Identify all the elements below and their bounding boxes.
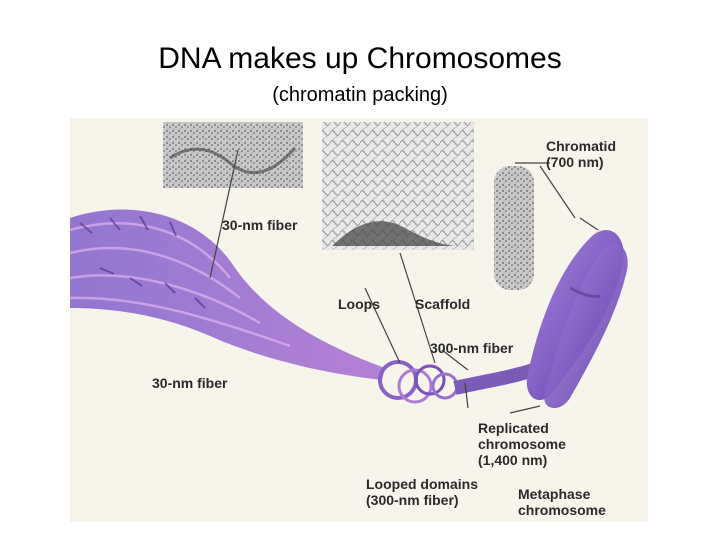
- label-metaphase-chromosome: Metaphase chromosome: [518, 486, 606, 518]
- label-looped-domains: Looped domains (300-nm fiber): [366, 476, 478, 508]
- label-loops: Loops: [338, 296, 380, 312]
- label-chromatid: Chromatid (700 nm): [546, 138, 616, 170]
- slide-subtitle: (chromatin packing): [272, 84, 448, 106]
- label-metaphase-line1: Metaphase: [518, 486, 591, 502]
- fiber-coil-left: [70, 209, 385, 380]
- label-300nm-fiber: 300-nm fiber: [430, 340, 514, 356]
- slide-title: DNA makes up Chromosomes: [158, 42, 562, 75]
- label-replicated-line2: chromosome: [478, 436, 566, 452]
- looped-domain-knot: [378, 360, 543, 404]
- figure-artwork: [70, 122, 628, 414]
- label-chromatid-line1: Chromatid: [546, 138, 616, 154]
- label-30nm-fiber-top: 30-nm fiber: [222, 217, 298, 233]
- label-30nm-fiber-left: 30-nm fiber: [152, 375, 228, 391]
- label-looped-line1: Looped domains: [366, 476, 478, 492]
- micrograph-chromosome: [494, 166, 534, 290]
- label-replicated-line3: (1,400 nm): [478, 452, 548, 468]
- label-leaders: [209, 149, 599, 414]
- label-scaffold: Scaffold: [415, 296, 471, 312]
- label-metaphase-line2: chromosome: [518, 502, 606, 518]
- label-looped-line2: (300-nm fiber): [366, 492, 459, 508]
- label-replicated-chromosome: Replicated chromosome (1,400 nm): [478, 420, 566, 468]
- label-replicated-line1: Replicated: [478, 420, 549, 436]
- chromatin-packing-figure: 30-nm fiber 30-nm fiber Loops Scaffold 3…: [70, 118, 648, 522]
- micrograph-30nm: [163, 122, 303, 188]
- label-chromatid-line2: (700 nm): [546, 154, 604, 170]
- metaphase-chromosome: [526, 229, 628, 409]
